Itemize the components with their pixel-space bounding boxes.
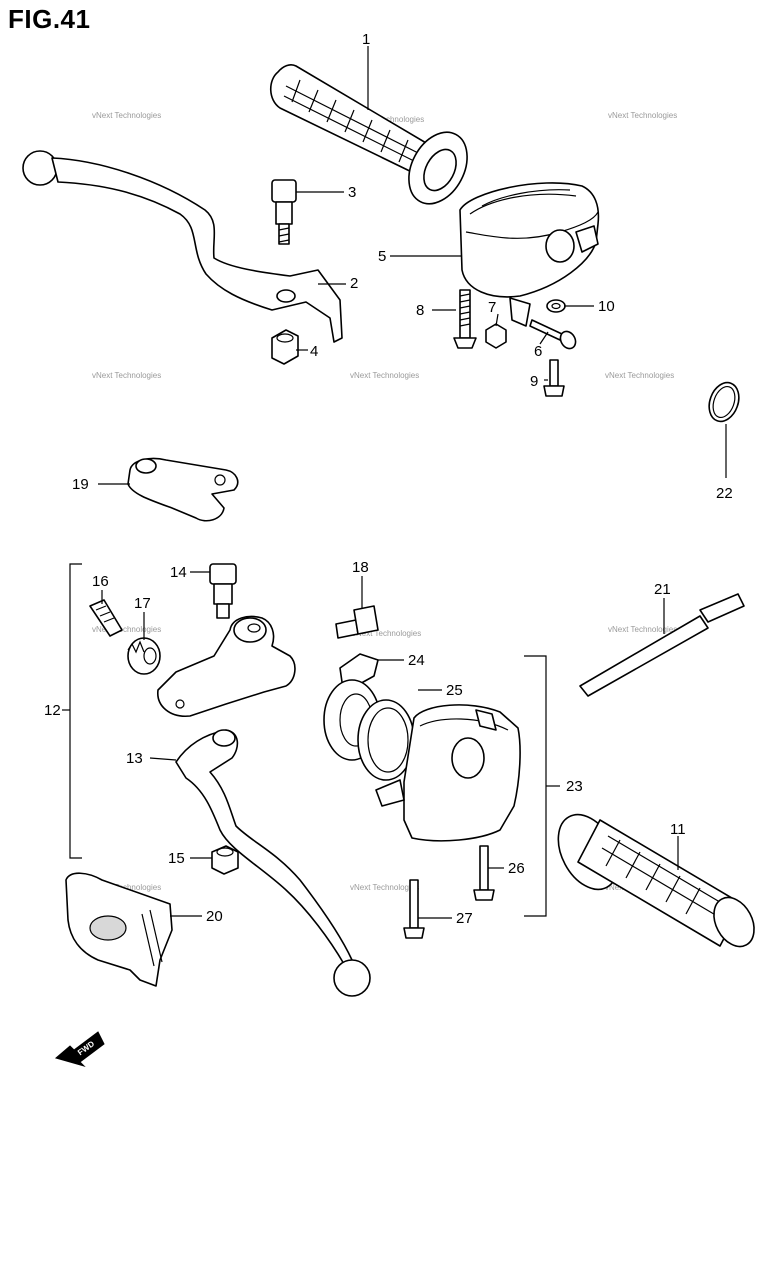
part-pivot-bolt	[271, 179, 297, 245]
callout-5: 5	[378, 248, 386, 265]
callout-7: 7	[488, 299, 496, 316]
watermark-text: vNext Technologies	[355, 115, 424, 124]
watermark-text: vNext Technologies	[92, 883, 161, 892]
part-adjuster-nut-17	[127, 637, 161, 675]
callout-13: 13	[126, 750, 143, 767]
part-screw-26	[473, 845, 495, 901]
watermark-text: vNext Technologies	[92, 371, 161, 380]
part-cable-strap	[579, 593, 745, 697]
callout-10: 10	[598, 298, 615, 315]
part-screw-8	[453, 289, 477, 349]
watermark-text: vNext Technologies	[605, 371, 674, 380]
watermark-text: vNext Technologies	[92, 111, 161, 120]
part-lever-bracket	[157, 615, 296, 717]
callout-11: 11	[670, 821, 686, 838]
callout-12: 12	[44, 702, 61, 719]
callout-19: 19	[72, 476, 89, 493]
callout-6: 6	[534, 343, 542, 360]
part-dust-cover	[65, 872, 173, 987]
part-seal-25	[357, 699, 415, 781]
part-grip-right	[557, 813, 755, 948]
part-switch-housing-lower	[375, 704, 521, 842]
callout-26: 26	[508, 860, 525, 877]
callout-9: 9	[530, 373, 538, 390]
callout-27: 27	[456, 910, 473, 927]
part-screw-27	[403, 879, 425, 939]
watermark-text: vNext Technologies	[350, 371, 419, 380]
watermark-text: vNext Technologies	[92, 625, 161, 634]
watermark-text: vNext Technologies	[352, 629, 421, 638]
callout-22: 22	[716, 485, 733, 502]
part-lever-lower	[175, 729, 371, 997]
group-bracket-23	[524, 655, 560, 917]
callout-20: 20	[206, 908, 223, 925]
callout-17: 17	[134, 595, 151, 612]
part-nut-7	[485, 323, 507, 349]
callout-23: 23	[566, 778, 583, 795]
callout-18: 18	[352, 559, 369, 576]
callout-16: 16	[92, 573, 109, 590]
part-lever-upper	[22, 150, 343, 343]
part-washer-10	[546, 299, 566, 313]
callout-4: 4	[310, 343, 318, 360]
fwd-arrow-icon: FWD	[54, 1031, 105, 1068]
callout-1: 1	[362, 31, 370, 48]
group-bracket-12	[62, 563, 82, 859]
part-o-ring	[708, 381, 740, 423]
watermarks: vNext Technologies vNext Technologies vN…	[92, 111, 677, 892]
callout-24: 24	[408, 652, 425, 669]
callout-2: 2	[350, 275, 358, 292]
part-adjuster-16	[89, 599, 123, 637]
callout-15: 15	[168, 850, 185, 867]
part-screw-6	[529, 319, 577, 350]
callout-labels: 1 2 3 4 5 6 7 8 9 10 11 12 13 14 15 16 1…	[44, 31, 733, 927]
part-nut-lower	[211, 845, 239, 875]
part-bolt-18	[335, 605, 379, 639]
callout-21: 21	[654, 581, 671, 598]
callout-8: 8	[416, 302, 424, 319]
part-screw-9	[543, 359, 565, 397]
callout-3: 3	[348, 184, 356, 201]
leader-lines	[98, 46, 727, 919]
callout-14: 14	[170, 564, 187, 581]
part-pivot-bolt-lower	[209, 563, 237, 619]
figure-title: FIG.41	[8, 4, 91, 34]
part-grip-left	[269, 64, 468, 205]
part-switch-housing-upper	[459, 182, 600, 327]
callout-25: 25	[446, 682, 463, 699]
part-bracket-19	[127, 457, 239, 522]
watermark-text: vNext Technologies	[608, 111, 677, 120]
watermark-text: vNext Technologies	[608, 625, 677, 634]
part-nut-upper	[271, 329, 299, 365]
watermark-text: vNext Technologies	[350, 883, 419, 892]
